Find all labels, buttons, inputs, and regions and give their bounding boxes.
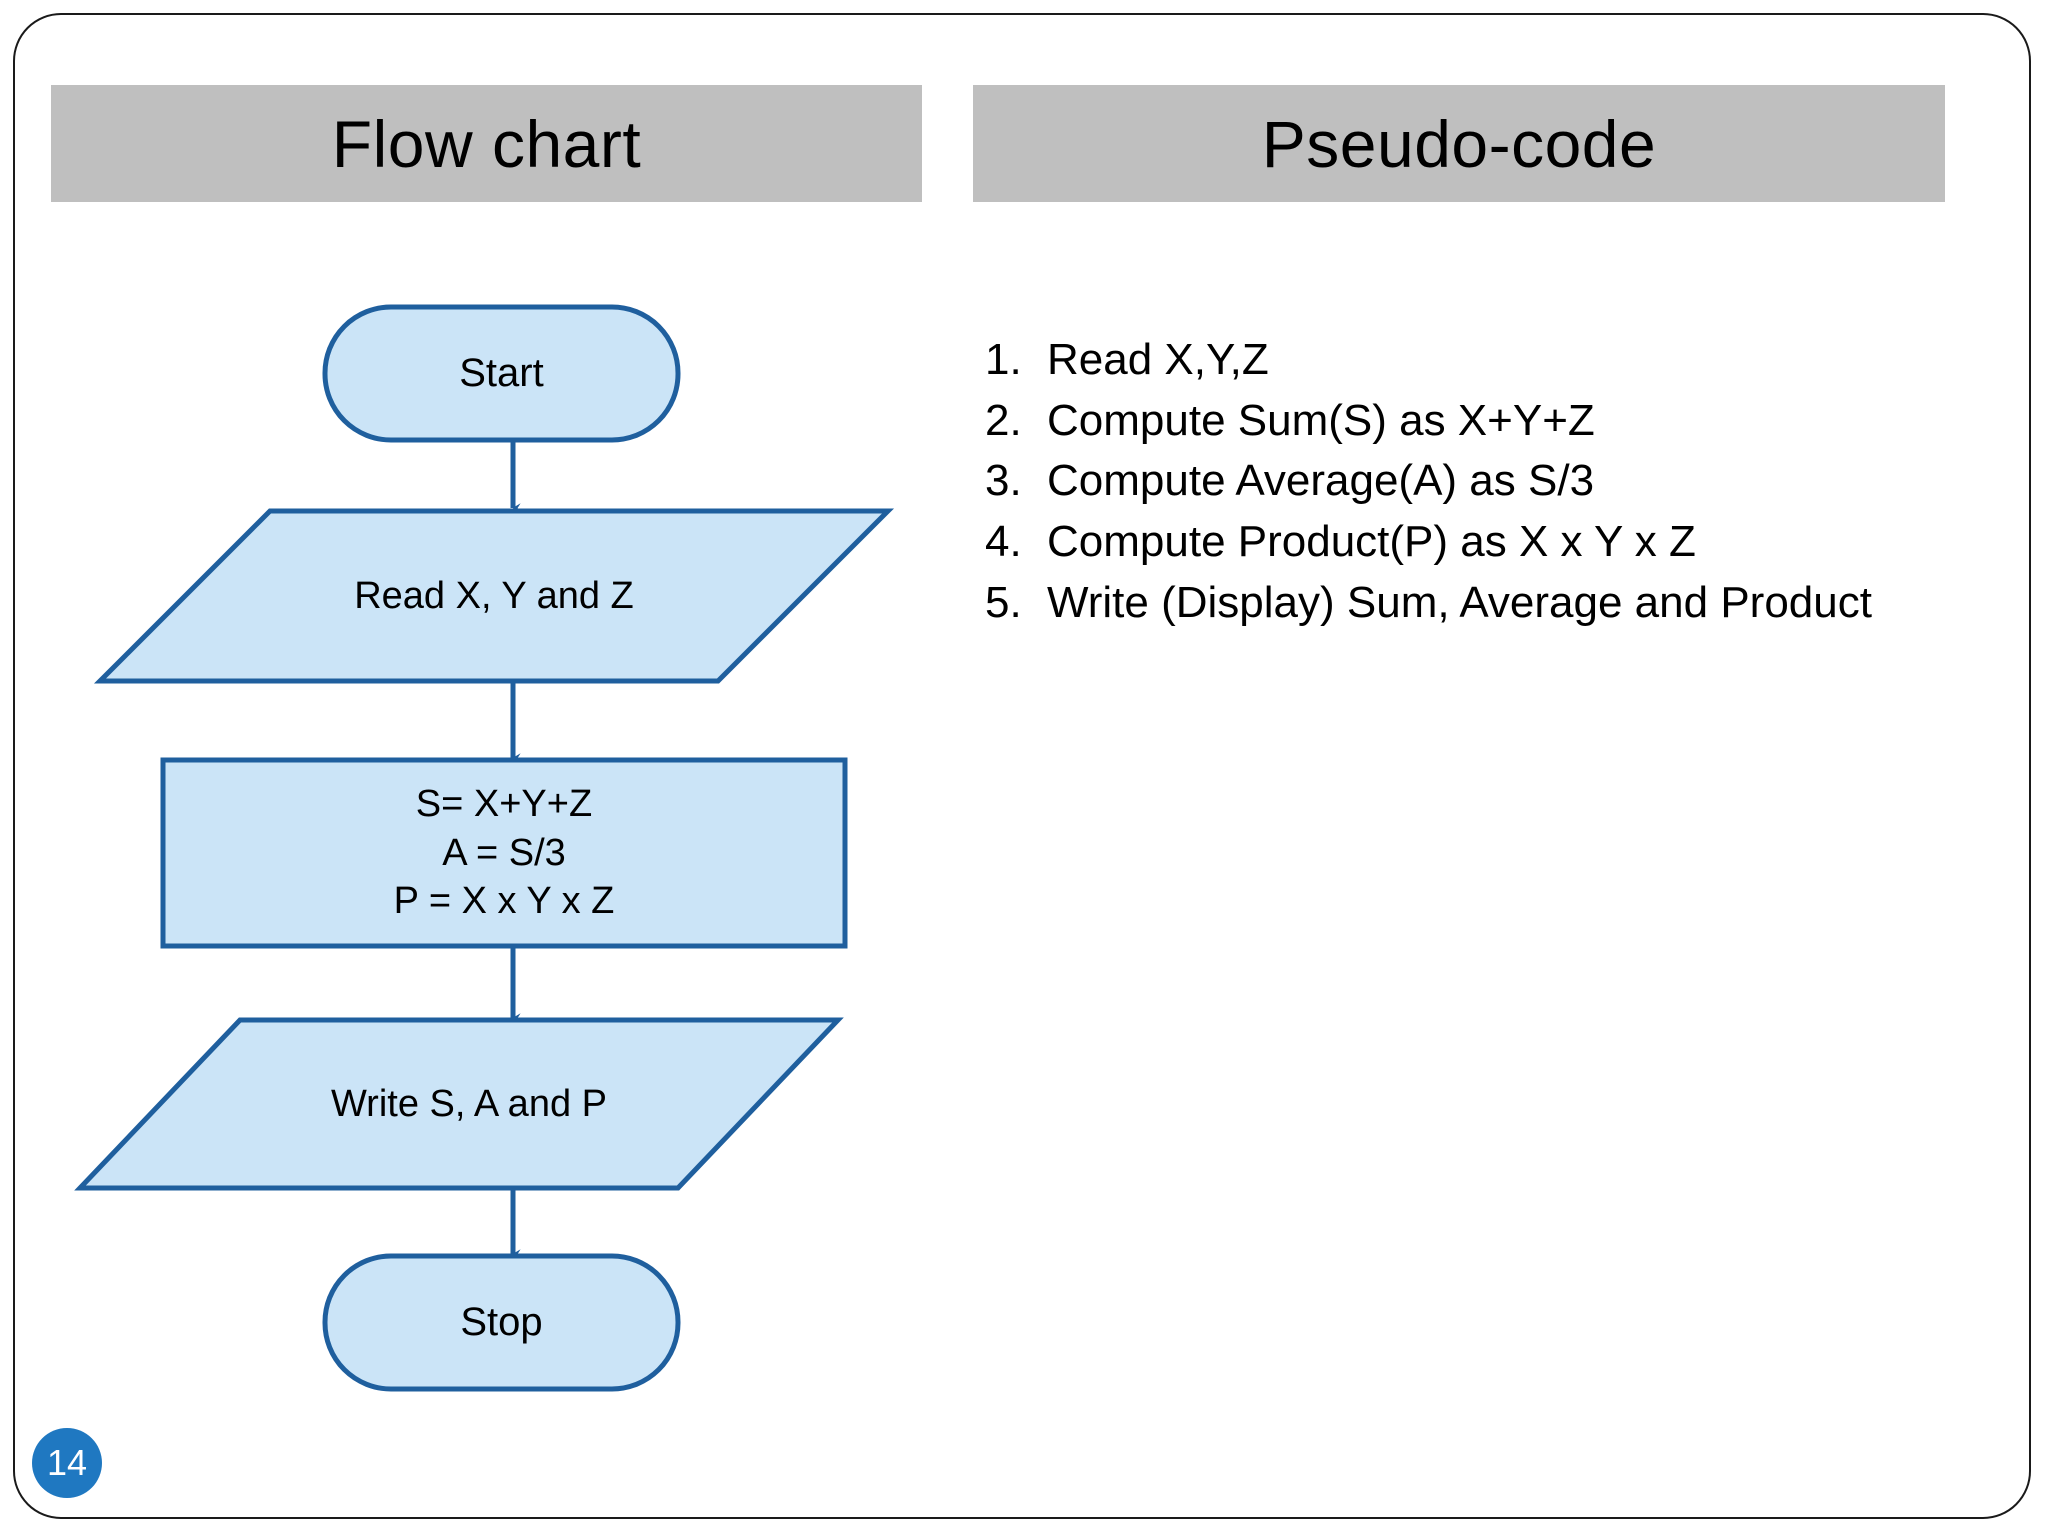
pseudocode-item-number: 5. xyxy=(985,577,1022,627)
pseudocode-item: 4. Compute Product(P) as X x Y x Z xyxy=(985,512,2025,573)
pseudocode-item-number: 1. xyxy=(985,335,1022,384)
node-compute-shape xyxy=(160,757,848,949)
node-read-shape xyxy=(93,508,895,684)
pseudocode-item: 5. Write (Display) Sum, Average and Prod… xyxy=(985,573,2025,634)
pseudocode-item: 3. Compute Average(A) as S/3 xyxy=(985,451,2025,512)
node-start-shape xyxy=(322,304,681,443)
pseudocode-item-text: Write (Display) Sum, Average and Product xyxy=(1047,577,1872,627)
page-number-badge: 14 xyxy=(32,1428,102,1498)
pseudocode-item-text: Compute Average(A) as S/3 xyxy=(1047,456,1595,506)
pseudocode-item-number: 4. xyxy=(985,517,1022,567)
pseudocode-item-number: 2. xyxy=(985,395,1022,445)
node-stop-shape xyxy=(322,1253,681,1392)
flowchart-diagram: Start Read X, Y and Z S= X+Y+Z A = S/3 P… xyxy=(0,0,960,1536)
pseudocode-item: 1. Read X,Y,Z xyxy=(985,330,2025,391)
pseudocode-item: 2. Compute Sum(S) as X+Y+Z xyxy=(985,391,2025,452)
pseudocode-item-number: 3. xyxy=(985,456,1022,506)
pseudocode-item-text: Compute Sum(S) as X+Y+Z xyxy=(1047,395,1595,445)
flowchart-shapes-svg xyxy=(74,304,895,1392)
pseudocode-item-text: Compute Product(P) as X x Y x Z xyxy=(1047,517,1696,567)
pseudocode-item-text: Read X,Y,Z xyxy=(1047,335,1269,384)
pseudocode-column-header: Pseudo-code xyxy=(973,85,1945,202)
slide-border-frame xyxy=(13,13,2031,1519)
node-write-shape xyxy=(74,1017,844,1191)
pseudocode-list: 1. Read X,Y,Z 2. Compute Sum(S) as X+Y+Z… xyxy=(985,330,2025,634)
flowchart-column-header: Flow chart xyxy=(51,85,922,202)
